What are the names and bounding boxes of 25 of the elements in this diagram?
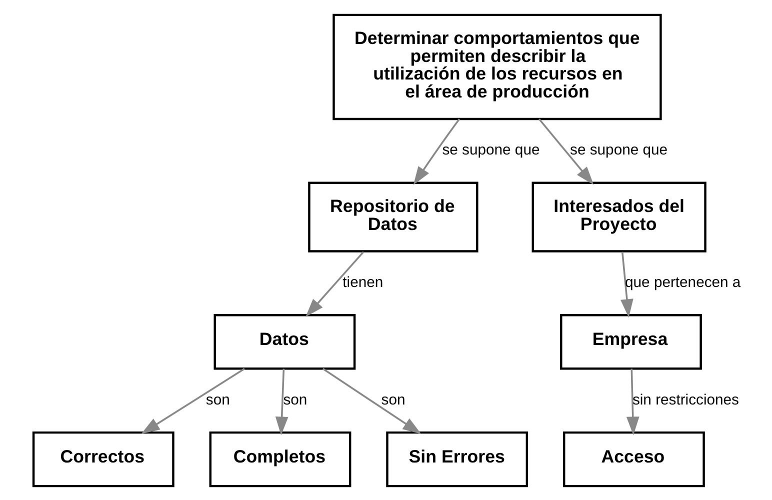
arrow [274,368,288,435]
arrow [140,368,244,434]
node-box: Completos [208,430,351,487]
arrow [538,118,594,184]
node-box: Datos [213,314,356,370]
node-box: Acceso [562,430,704,487]
edge-label: que pertenecen a [624,274,740,290]
node-box: Interesados del Proyecto [531,181,706,252]
arrow [620,251,633,318]
arrow [626,368,639,435]
node-box: Sin Errores [386,430,528,487]
edge-label: tienen [342,274,383,290]
arrow [305,250,364,316]
edge-label: son [205,392,230,408]
arrow [412,118,460,184]
edge-label: se supone que [442,142,540,158]
node-box: Correctos [32,430,174,487]
edge-label: son [282,392,307,408]
node-box: Determinar comportamientos que permiten describir la utilización de los recursos en el área de producción [332,13,662,120]
edge-label: se supone que [570,142,668,158]
edge-label: son [380,392,405,408]
arrow [322,368,421,434]
node-box: Repositorio de Datos [308,181,478,252]
edge-label: sin restricciones [632,392,738,408]
node-box: Empresa [560,314,702,370]
